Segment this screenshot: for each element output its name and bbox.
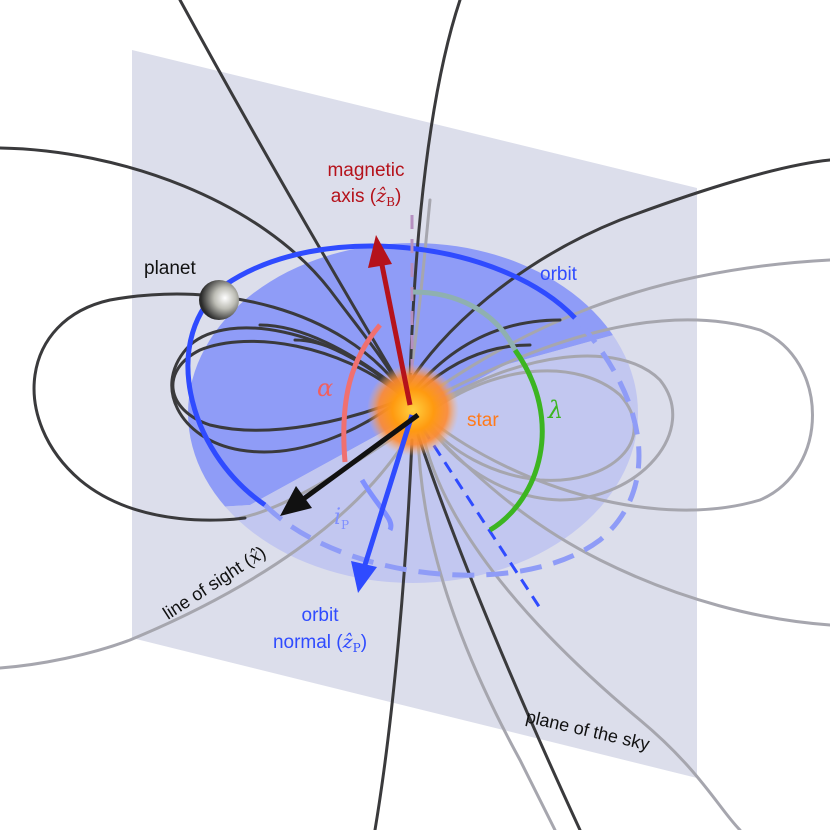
planet-label: planet: [144, 258, 196, 279]
magnetic-axis-label-line1: magnetic: [327, 160, 404, 181]
lambda-arc: [488, 348, 545, 533]
inclination-label: iP: [334, 505, 349, 532]
star-label: star: [467, 410, 499, 431]
orbit-line-back: [263, 316, 642, 578]
orbit-normal-label-line2: normal (ẑP): [273, 631, 367, 655]
inclination-arc: [359, 478, 394, 532]
line-of-sight-arrowhead: [280, 486, 312, 516]
field-lines-back: [0, 198, 830, 830]
line-of-sight-arrow: [300, 412, 420, 503]
lambda-arc-top: [412, 289, 518, 352]
orbit-normal-arrow: [361, 414, 415, 569]
lambda-label: λ: [547, 396, 563, 424]
planet: [199, 280, 239, 320]
alpha-arc: [341, 323, 382, 463]
orbit-normal-arrowhead: [351, 561, 377, 593]
orbit-normal-label-line1: orbit: [302, 605, 340, 626]
alpha-label: α: [317, 374, 333, 402]
orbit-label: orbit: [540, 264, 578, 285]
magnetic-axis-arrow: [378, 259, 413, 406]
orbit-line-front: [185, 243, 577, 508]
magnetic-axis-arrowhead: [368, 235, 392, 268]
magnetic-axis-label-line2: axis (ẑB): [331, 185, 402, 209]
